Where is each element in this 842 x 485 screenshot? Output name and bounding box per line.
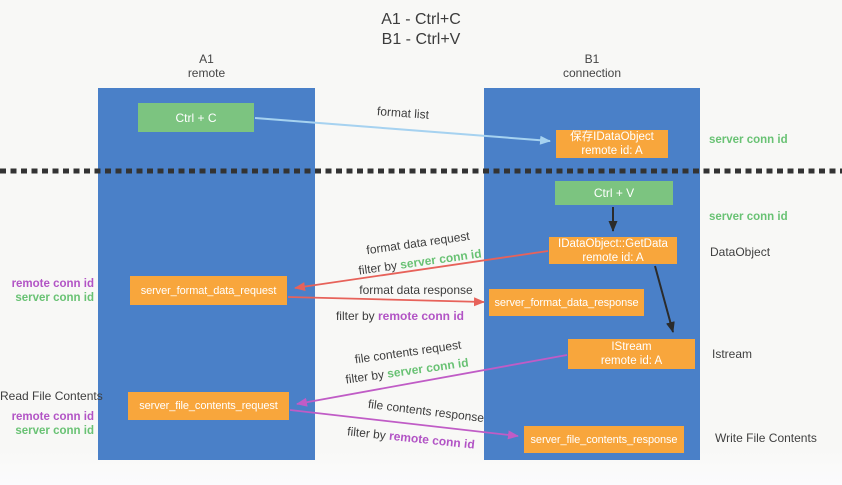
side-label-dataobject: DataObject: [710, 245, 771, 259]
node-getdata-title: IDataObject::GetData: [558, 237, 668, 250]
node-server-file-contents-response: server_file_contents_response: [524, 426, 684, 453]
node-istream: IStream remote id: A: [568, 339, 695, 369]
label-format-list: format list: [376, 104, 430, 122]
filter-by-text: filter by: [344, 367, 385, 387]
node-ctrl-c: Ctrl + C: [138, 103, 254, 132]
lifeline-b1-name: B1: [584, 52, 600, 66]
title-line-1: A1 - Ctrl+C: [381, 11, 461, 28]
node-server-format-data-request: server_format_data_request: [130, 276, 287, 305]
side-label-remote-conn-id-file-left: remote conn id: [11, 411, 94, 423]
side-label-server-conn-id-file-left: server conn id: [15, 425, 94, 437]
side-label-istream: Istream: [712, 347, 753, 361]
lifeline-b1-role: connection: [562, 66, 622, 80]
label-file-contents-response: file contents response: [367, 396, 485, 426]
lifeline-header-b1: B1 connection: [484, 52, 700, 80]
lifeline-a1-name: A1: [199, 52, 214, 66]
node-ctrl-c-label: Ctrl + C: [175, 110, 217, 125]
filter-by-text: filter by: [357, 258, 398, 278]
side-label-server-conn-id-format-left: server conn id: [15, 292, 94, 304]
node-save-idataobject-title: 保存IDataObject: [570, 131, 654, 143]
remote-conn-id-text: remote conn id: [378, 309, 465, 323]
node-server-format-data-response: server_format_data_response: [489, 289, 644, 316]
node-ctrl-v: Ctrl + V: [555, 181, 673, 205]
node-idataobject-getdata: IDataObject::GetData remote id: A: [549, 237, 677, 264]
label-filter-by-remote-conn-id-file: filter by remote conn id: [341, 424, 482, 453]
filter-by-text: filter by: [346, 424, 387, 443]
node-server-file-contents-request-label: server_file_contents_request: [139, 400, 278, 412]
lifeline-header-a1: A1 remote: [98, 52, 315, 80]
node-server-file-contents-request: server_file_contents_request: [128, 392, 289, 420]
label-format-data-response: format data response: [359, 283, 473, 297]
node-save-idataobject-subtitle: remote id: A: [581, 145, 643, 157]
arrow-format-data-response: [287, 296, 485, 307]
side-label-server-conn-id-top-right: server conn id: [709, 134, 788, 146]
node-getdata-subtitle: remote id: A: [582, 251, 644, 264]
node-ctrl-v-label: Ctrl + V: [593, 186, 635, 200]
node-istream-subtitle: remote id: A: [600, 355, 663, 367]
side-label-read-file-contents: Read File Contents: [0, 389, 103, 403]
label-filter-by-remote-conn-id-format: filter by remote conn id: [330, 309, 470, 323]
node-istream-title: IStream: [611, 341, 652, 353]
node-save-idataobject: 保存IDataObject remote id: A: [556, 130, 668, 158]
lifeline-a1-role: remote: [187, 66, 226, 80]
side-label-server-conn-id-mid-right: server conn id: [709, 211, 788, 223]
node-server-file-contents-response-label: server_file_contents_response: [530, 433, 678, 446]
node-server-format-data-request-label: server_format_data_request: [140, 284, 277, 297]
title-line-2: B1 - Ctrl+V: [381, 31, 461, 48]
diagram-title: A1 - Ctrl+C B1 - Ctrl+V: [0, 10, 842, 50]
filter-by-text: filter by: [335, 309, 375, 323]
node-server-format-data-response-label: server_format_data_response: [494, 296, 639, 309]
side-label-remote-conn-id-format-left: remote conn id: [11, 278, 94, 290]
remote-conn-id-text: remote conn id: [388, 428, 476, 452]
side-label-write-file-contents: Write File Contents: [715, 431, 817, 445]
